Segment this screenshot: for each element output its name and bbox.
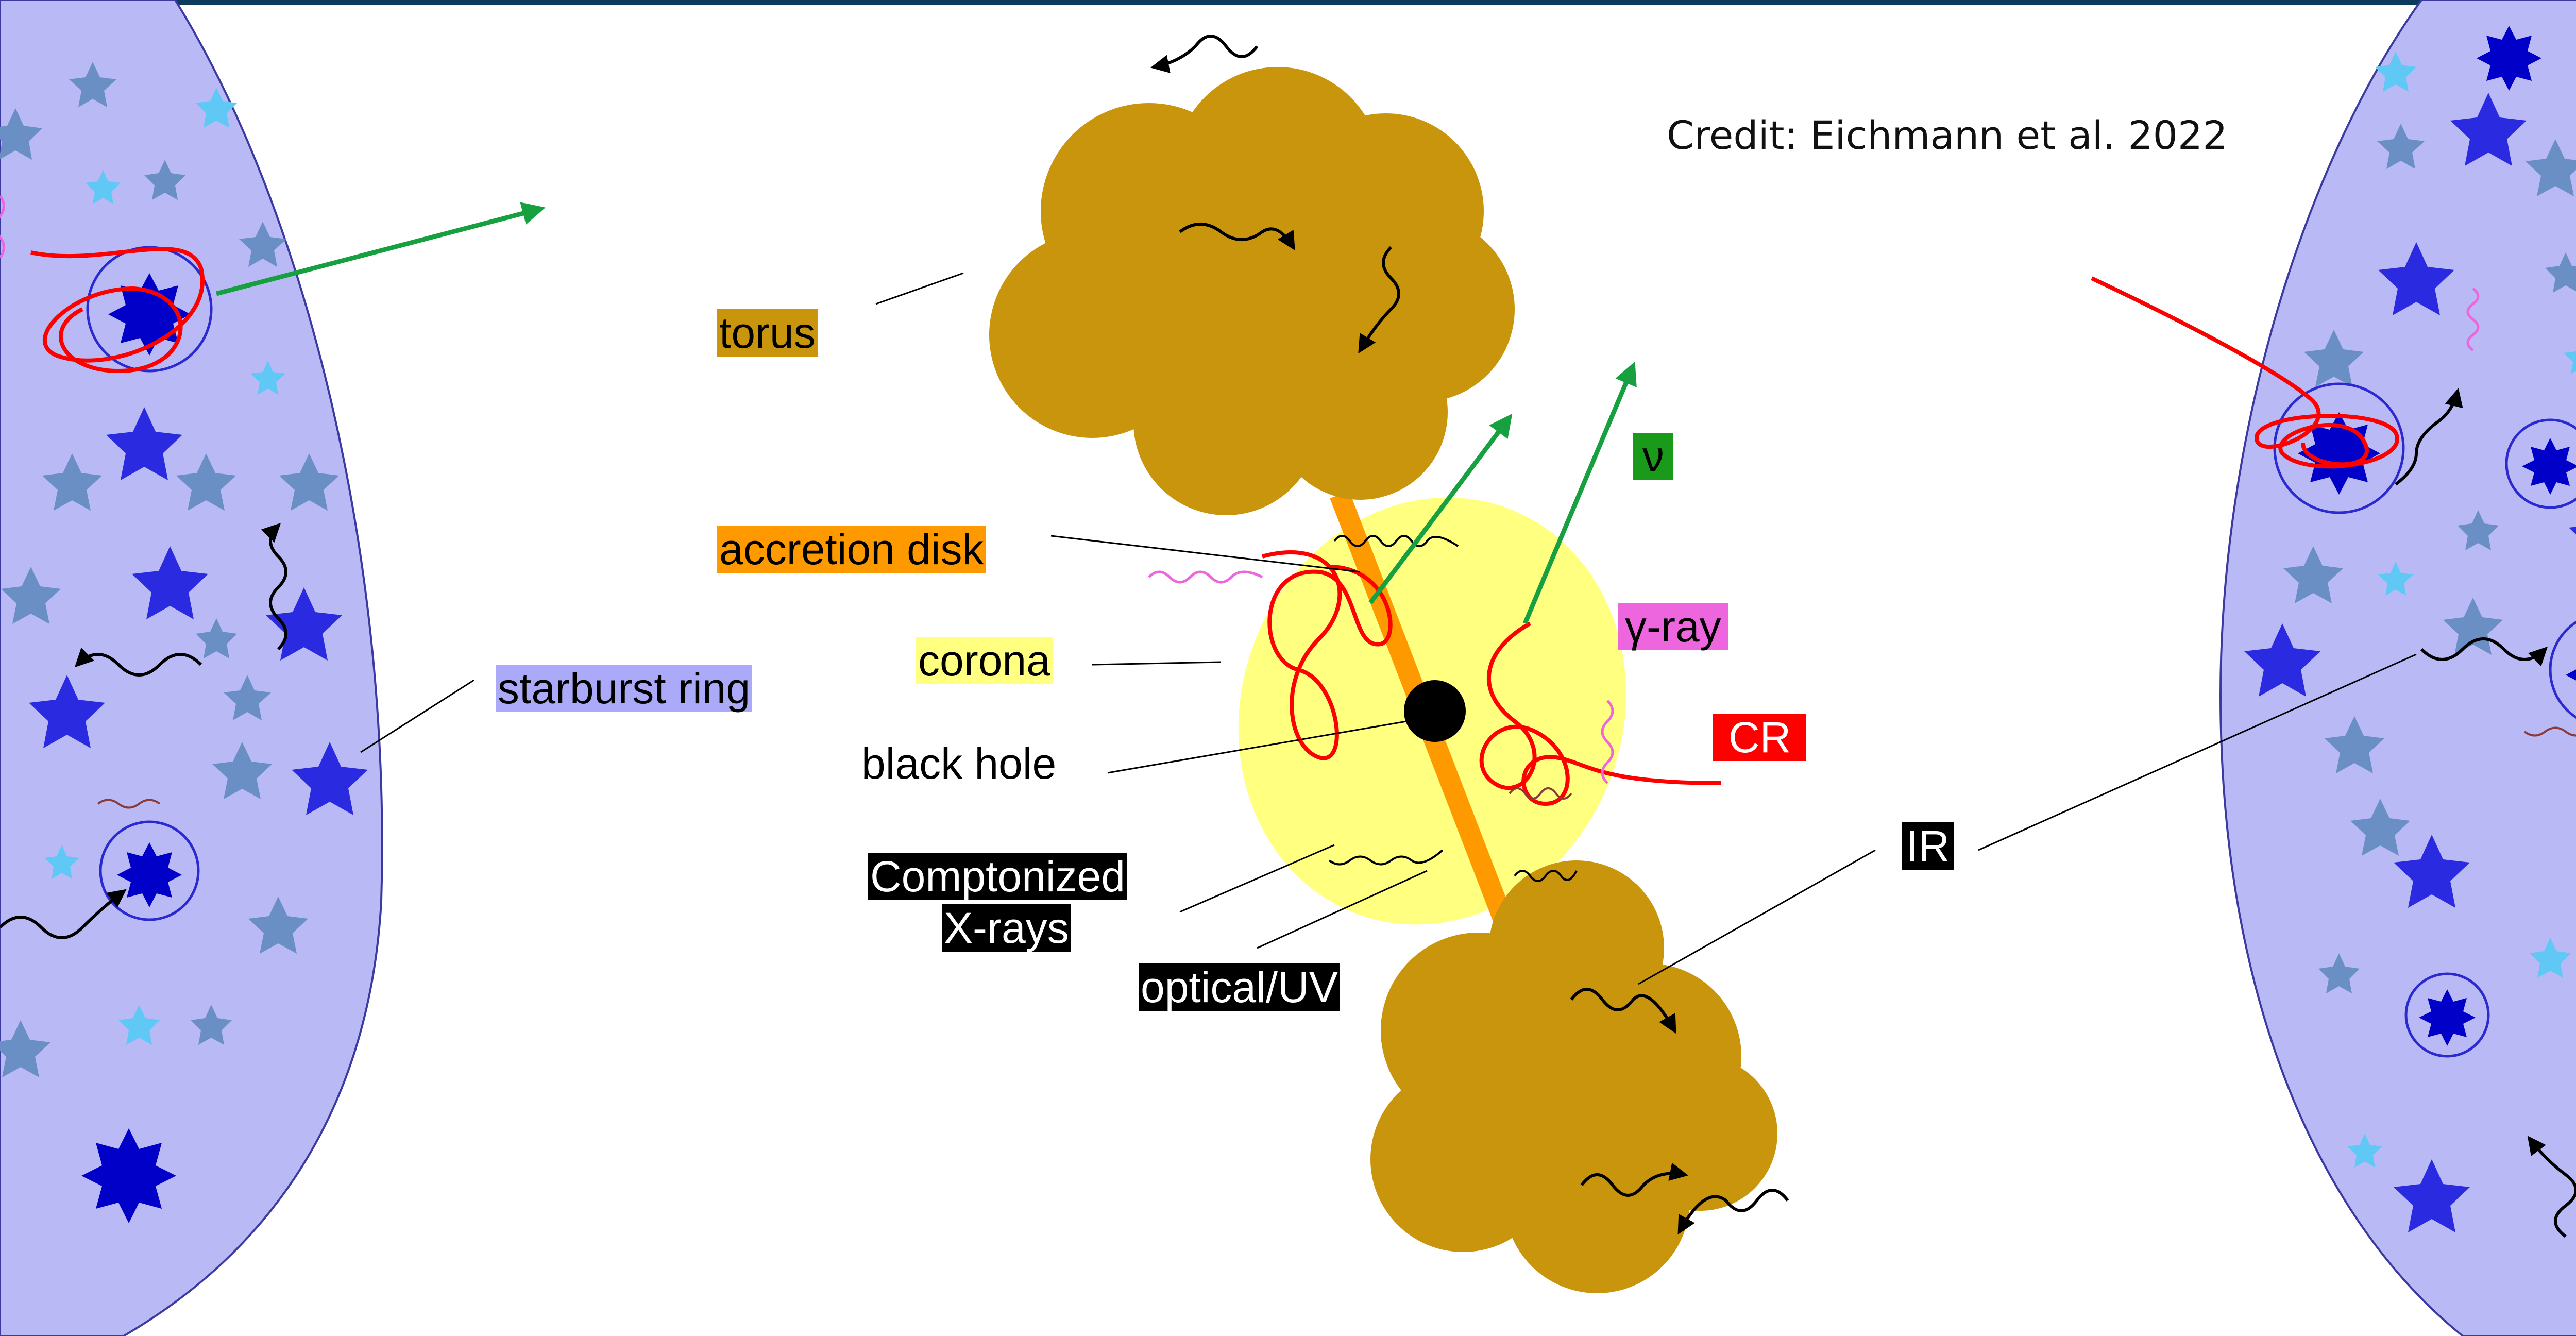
label-accretion-disk: accretion disk	[717, 526, 986, 573]
label-starburst-ring: starburst ring	[496, 665, 752, 712]
label-cr: CR	[1713, 714, 1806, 761]
ir-photon-wiggle	[1154, 36, 1257, 67]
label-torus: torus	[717, 309, 818, 357]
leader-ir-1	[1638, 850, 1875, 984]
torus-cloud-top	[989, 67, 1515, 515]
label-optical-uv: optical/UV	[1139, 963, 1340, 1011]
starburst-ring-left	[0, 0, 541, 1336]
label-corona: corona	[916, 637, 1053, 684]
gamma-ray-wiggle	[1149, 572, 1262, 582]
starburst-ring-right	[2092, 0, 2576, 1336]
label-comptonized-line2: X-rays	[942, 904, 1071, 952]
label-neutrino: ν	[1633, 433, 1673, 480]
label-gamma-ray: γ-ray	[1618, 603, 1728, 650]
black-hole	[1404, 680, 1466, 742]
leader-torus	[876, 273, 963, 304]
label-comptonized-line1: Comptonized	[868, 853, 1127, 900]
torus-cloud-bottom	[1370, 860, 1777, 1293]
label-ir: IR	[1902, 822, 1954, 870]
leader-corona	[1092, 662, 1221, 665]
label-black-hole: black hole	[859, 740, 1058, 787]
credit-text: Credit: Eichmann et al. 2022	[1667, 112, 2228, 158]
